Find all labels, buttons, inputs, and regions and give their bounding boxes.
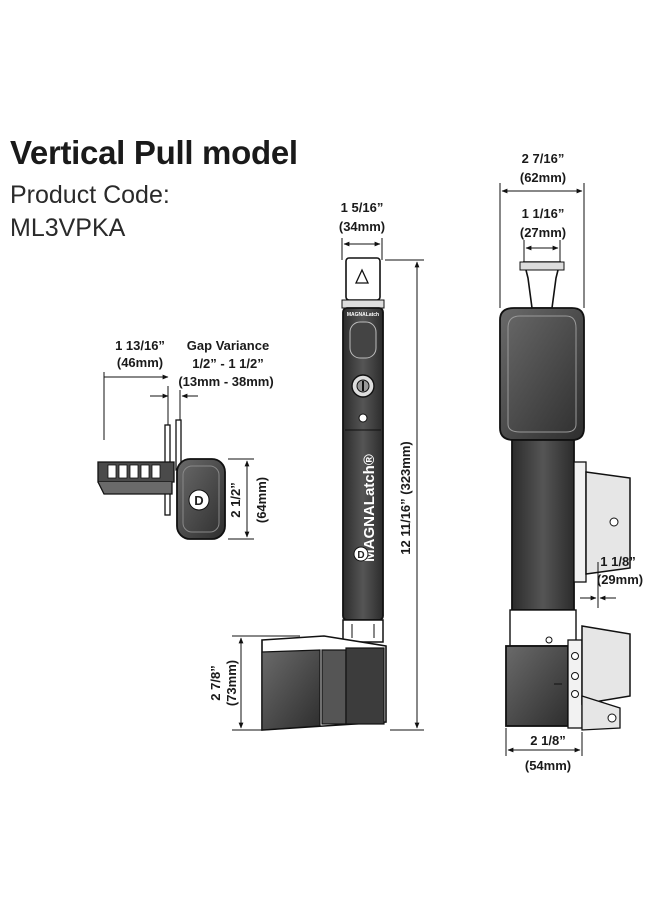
knob-width-inches: 1 1/16” xyxy=(522,206,565,221)
front-width-inches: 1 5/16” xyxy=(341,200,384,215)
profile-knob-cap xyxy=(519,261,565,271)
profile-head-inset xyxy=(507,315,577,433)
base-height-mm: (73mm) xyxy=(224,660,239,706)
knob-width-mm: (27mm) xyxy=(520,225,566,240)
base-side-face xyxy=(321,649,347,725)
latch-head-inset xyxy=(182,465,220,533)
offset-mm: (29mm) xyxy=(597,572,643,587)
upper-mount-bracket xyxy=(585,471,631,575)
side-width-mm: (46mm) xyxy=(117,355,163,370)
base-mount xyxy=(345,647,385,725)
product-code-value: ML3VPKA xyxy=(10,214,126,242)
brand-small-label: MAGNALatch xyxy=(347,312,379,318)
page-title: Vertical Pull model xyxy=(10,134,298,171)
triangle-up-icon xyxy=(354,268,370,284)
profile-top-width-inches: 2 7/16” xyxy=(522,151,565,166)
profile-top-width-mm: (62mm) xyxy=(520,170,566,185)
side-height-inches: 2 1/2” xyxy=(228,482,243,517)
front-screw xyxy=(358,413,368,423)
post-strip-upper xyxy=(573,461,587,583)
pull-knob xyxy=(345,257,381,301)
knob-collar xyxy=(341,299,385,309)
lower-screw-2 xyxy=(571,672,579,680)
upper-bracket-screw xyxy=(609,517,619,527)
gap-variance-label: Gap Variance xyxy=(187,338,269,353)
d-logo-icon xyxy=(188,489,210,511)
base-height-inches: 2 7/8” xyxy=(208,665,223,700)
front-logo-letter: D xyxy=(357,550,364,561)
lower-mount-bracket xyxy=(581,625,631,705)
profile-head xyxy=(499,307,585,441)
profile-base xyxy=(505,645,569,727)
base-front-face xyxy=(261,649,321,731)
profile-view: 2 7/16” (62mm) 1 1/16” (27mm) xyxy=(499,151,643,773)
profile-lower-collar xyxy=(509,609,577,647)
foot-screw xyxy=(607,713,617,723)
gap-variance-inches: 1/2” - 1 1/2” xyxy=(192,356,264,371)
collar-grooves xyxy=(351,624,375,638)
keyhole-slot xyxy=(362,381,364,391)
profile-base-inches: 2 1/8” xyxy=(530,733,565,748)
lower-screw-3 xyxy=(571,690,579,698)
lower-collar xyxy=(342,619,384,643)
side-logo-letter: D xyxy=(194,493,203,508)
lower-screw-1 xyxy=(571,652,579,660)
front-d-logo-icon xyxy=(353,546,369,562)
overall-length: 12 11/16” (323mm) xyxy=(398,441,413,554)
front-view: 1 5/16” (34mm) MAGNALatch MAGNALatch® D xyxy=(208,200,424,731)
front-upper-pad xyxy=(349,321,377,359)
side-height-mm: (64mm) xyxy=(254,477,269,523)
gap-variance-mm: (13mm - 38mm) xyxy=(178,374,273,389)
bracket-teeth xyxy=(107,464,161,479)
bracket-lip xyxy=(97,481,173,495)
product-code-label: Product Code: xyxy=(10,181,170,209)
profile-base-mm: (54mm) xyxy=(525,758,571,773)
side-width-inches: 1 13/16” xyxy=(115,338,165,353)
front-width-mm: (34mm) xyxy=(339,219,385,234)
collar-screw xyxy=(545,636,553,644)
brand-large-label: MAGNALatch® xyxy=(361,454,378,562)
offset-inches: 1 1/8” xyxy=(600,554,635,569)
profile-body xyxy=(511,439,575,611)
side-view: 1 13/16” (46mm) Gap Variance 1/2” - 1 1/… xyxy=(97,338,274,540)
